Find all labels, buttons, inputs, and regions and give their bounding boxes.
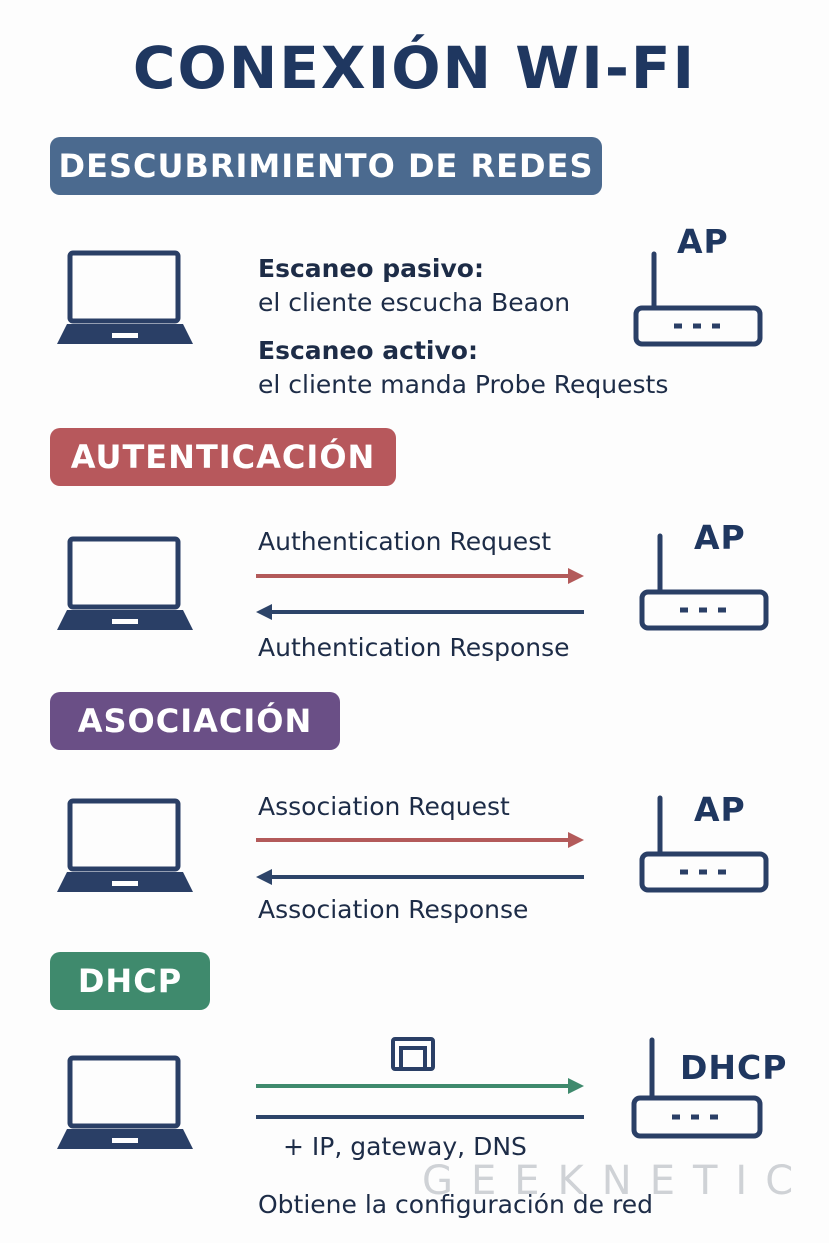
authentication-request-label: Authentication Request [258,527,552,556]
section-header-discovery: DESCUBRIMIENTO DE REDES [50,137,602,195]
section-header-authentication: AUTENTICACIÓN [50,428,396,486]
association-request-label: Association Request [258,792,510,821]
dhcp-server-label: DHCP [680,1048,788,1087]
router-icon [639,533,769,631]
response-arrow [256,869,584,885]
router-icon [633,251,763,347]
ap-label: AP [694,790,746,829]
section-header-association: ASOCIACIÓN [50,692,340,750]
router-icon [631,1037,763,1139]
response-arrow [256,604,584,620]
request-arrow [256,568,584,584]
laptop-icon [57,1055,193,1149]
router-icon [639,795,769,893]
passive-scan-title: Escaneo pasivo: [258,254,484,283]
page-title: CONEXIÓN WI-FI [132,34,697,102]
section-header-dhcp: DHCP [50,952,210,1010]
passive-scan-desc: el cliente escucha Beaon [258,288,571,317]
active-scan-desc: el cliente manda Probe Requests [258,370,669,399]
request-arrow [256,832,584,848]
dhcp-details-label: + IP, gateway, DNS [283,1132,527,1161]
packet-icon [391,1037,435,1071]
laptop-icon [57,536,193,630]
ap-label: AP [677,222,729,261]
dhcp-caption: Obtiene la configuración de red [258,1190,653,1219]
association-response-label: Association Response [258,895,529,924]
authentication-response-label: Authentication Response [258,633,570,662]
active-scan-title: Escaneo activo: [258,336,478,365]
laptop-icon [57,250,193,344]
dhcp-response-line [256,1115,584,1119]
watermark: GEEKNETIC [422,1158,812,1204]
ap-label: AP [694,518,746,557]
laptop-icon [57,798,193,892]
dhcp-request-arrow [256,1078,584,1094]
